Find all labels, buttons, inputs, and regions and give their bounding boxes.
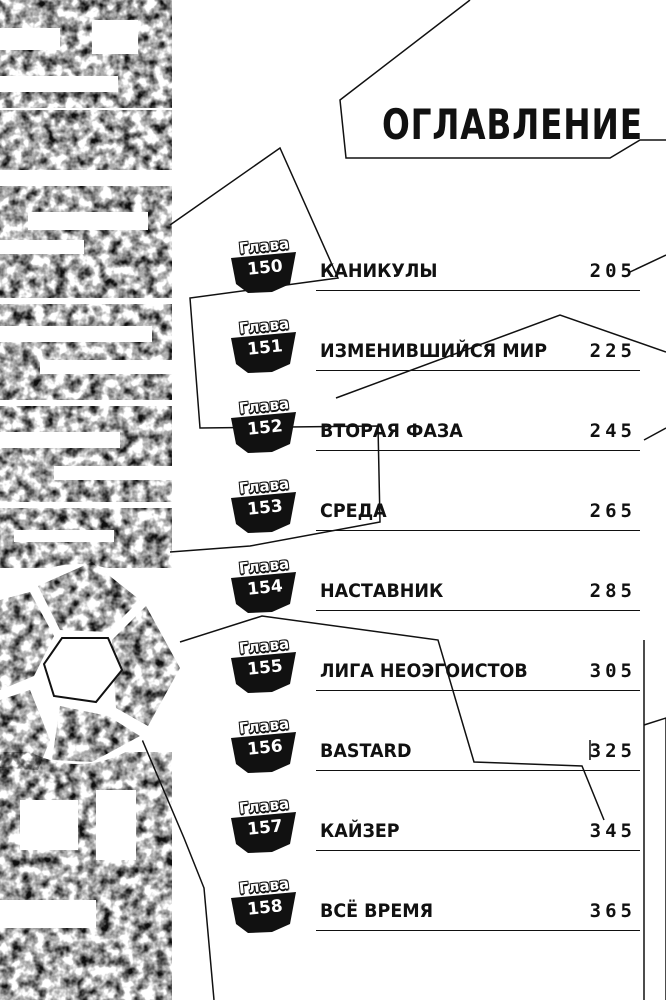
page-number: 305 — [589, 660, 636, 682]
entry-underline — [316, 530, 640, 531]
chapter-badge-shape-icon — [231, 652, 296, 693]
chapter-title: ВТОРАЯ ФАЗА — [320, 420, 463, 442]
page-number: 205 — [589, 260, 636, 282]
chapter-badge-shape-icon — [231, 892, 296, 933]
chapter-badge-shape-icon — [231, 812, 296, 853]
chapter-title: СРЕДА — [320, 500, 387, 522]
chapter-badge-shape-icon — [231, 412, 296, 453]
page-number: 265 — [589, 500, 636, 522]
chapter-badge-shape-icon — [231, 252, 296, 293]
entry-underline — [316, 850, 640, 851]
entry-underline — [316, 610, 640, 611]
chapter-title: BASTARD — [320, 740, 412, 762]
page-number: 285 — [589, 580, 636, 602]
soccer-ball-icon — [0, 562, 180, 770]
logo-cutouts — [0, 20, 172, 928]
chapter-title: ЛИГА НЕОЭГОИСТОВ — [320, 660, 528, 682]
chapter-badge-shape-icon — [231, 572, 296, 613]
chapter-badge-shape-icon — [231, 492, 296, 533]
entry-underline — [316, 450, 640, 451]
chapter-badge-shape-icon — [231, 332, 296, 373]
chapter-title: ВСЁ ВРЕМЯ — [320, 900, 434, 922]
chapter-title: КАЙЗЕР — [320, 820, 400, 842]
page-number: 345 — [589, 820, 636, 842]
chapter-title: КАНИКУЛЫ — [320, 260, 438, 282]
entry-underline — [316, 770, 640, 771]
page-number: 365 — [589, 900, 636, 922]
entry-underline — [316, 930, 640, 931]
entry-underline — [316, 290, 640, 291]
page-number: 325 — [589, 740, 636, 762]
entry-underline — [316, 370, 640, 371]
chapter-title: НАСТАВНИК — [320, 580, 444, 602]
chapter-badge-shape-icon — [231, 732, 296, 773]
page-number: 225 — [589, 340, 636, 362]
page-title: ОГЛАВЛЕНИЕ — [382, 100, 643, 149]
page-number: 245 — [589, 420, 636, 442]
chapter-title: ИЗМЕНИВШИЙСЯ МИР — [320, 340, 548, 362]
entry-underline — [316, 690, 640, 691]
